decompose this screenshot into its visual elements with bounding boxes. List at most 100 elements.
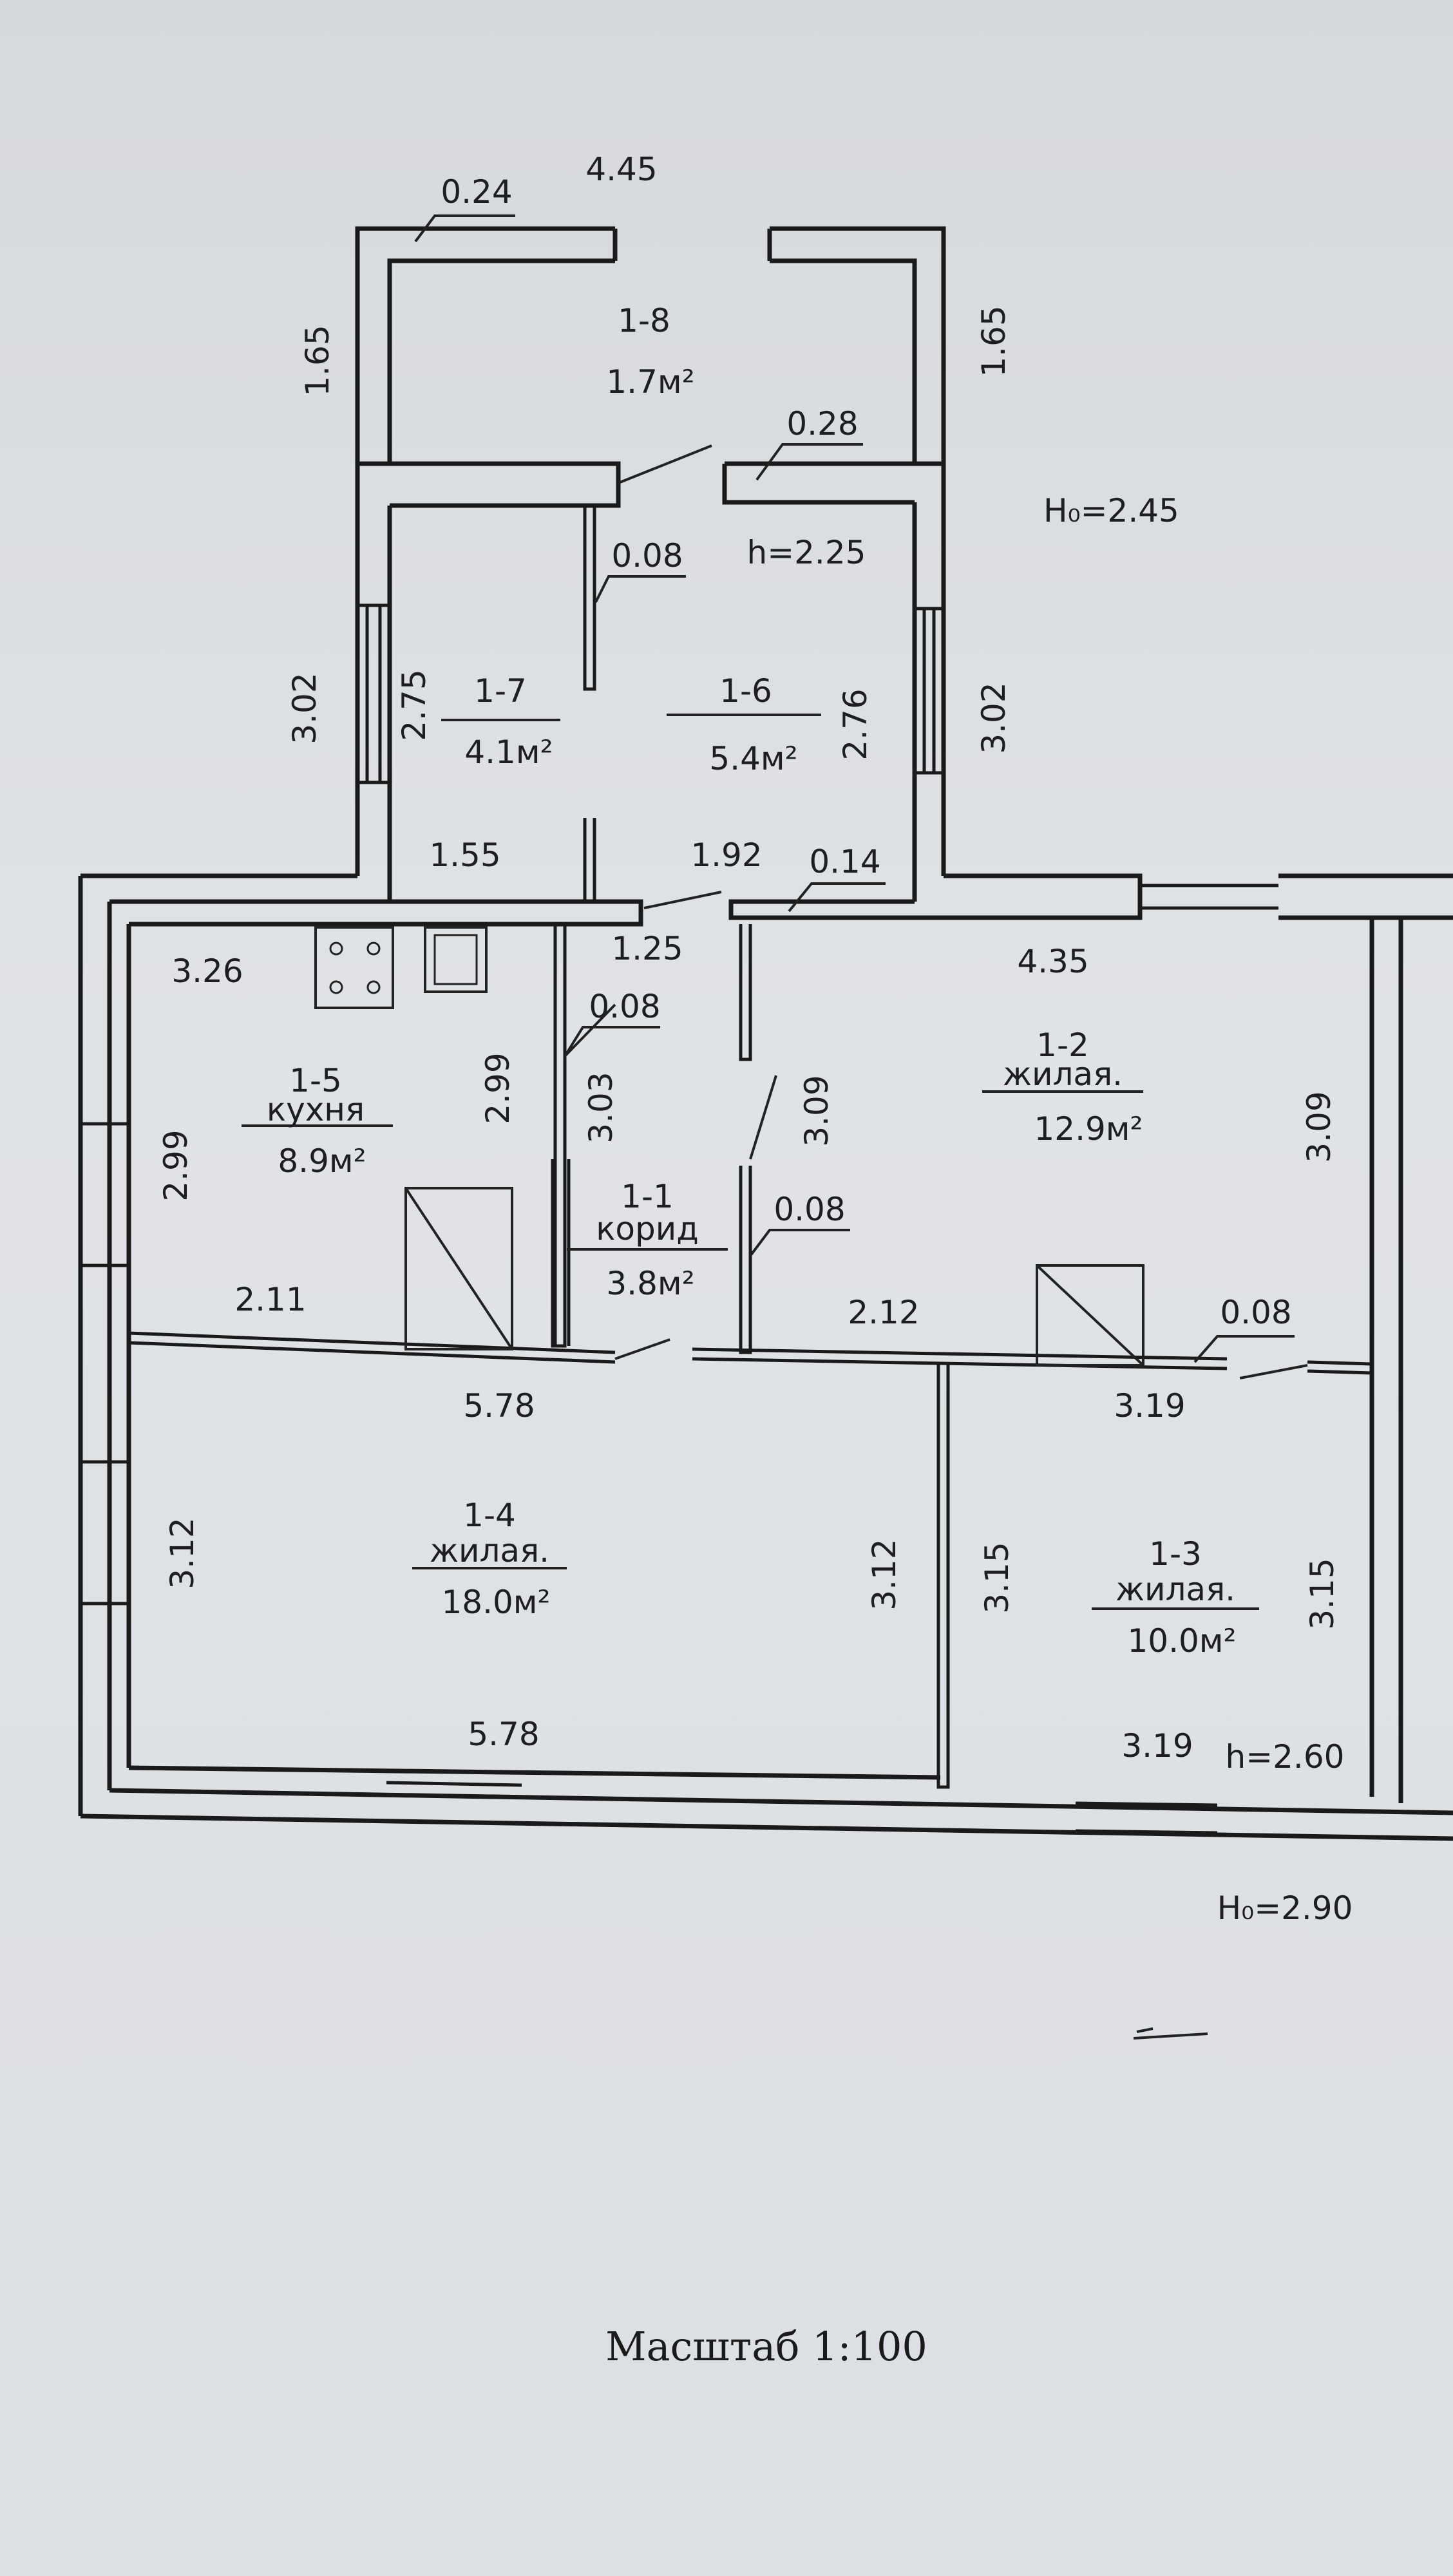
dim-w-155: 1.55 (429, 837, 500, 874)
dim-wall-014: 0.14 (809, 843, 880, 880)
dim-h0-upper: H₀=2.45 (1043, 492, 1179, 529)
partition-corridor-1-1-left (551, 1159, 571, 1348)
dim-r13-315-r: 3.15 (1304, 1558, 1341, 1629)
dim-right-302: 3.02 (975, 682, 1012, 753)
room-1-3-id: 1-3 (1149, 1535, 1202, 1573)
dim-r13-315-l: 3.15 (978, 1542, 1016, 1613)
sink-basin-icon (433, 934, 478, 985)
dim-kitchen-211: 2.11 (234, 1281, 306, 1318)
dim-top-width: 4.45 (585, 151, 657, 188)
wall-upper-right (912, 464, 946, 902)
stove-icon (314, 926, 394, 1009)
room-1-4-type: жилая. (430, 1532, 549, 1569)
wall-vestibule-left (355, 226, 618, 464)
room-1-2-id: 1-2 (1036, 1027, 1089, 1064)
dimension-labels: 4.45 0.24 1.65 1.65 0.28 h=2.25 H₀=2.45 … (157, 151, 1353, 1927)
dim-kitchen-299-l: 2.99 (157, 1130, 195, 1201)
room-labels: 1-8 1.7м² 1-7 4.1м² 1-6 5.4м² 1-5 кухня … (267, 302, 1237, 1660)
wall-outer-left (78, 876, 131, 1816)
sink-icon (424, 926, 488, 993)
dim-hall-303: 3.03 (582, 1072, 620, 1143)
dim-hall-125: 1.25 (611, 930, 683, 967)
dim-r14-578-top: 5.78 (463, 1387, 535, 1425)
burner-icon (329, 942, 343, 956)
dim-w-192: 1.92 (690, 837, 762, 874)
room-1-5-id: 1-5 (289, 1062, 342, 1099)
door-kitchen (564, 1003, 616, 1057)
window-bottom-1 (386, 1781, 522, 1826)
stove-heater-icon (404, 1187, 513, 1350)
dim-h0-lower: H₀=2.90 (1217, 1889, 1353, 1927)
dim-r14-578-bot: 5.78 (468, 1716, 539, 1753)
walls (78, 226, 1453, 1841)
stove-heater-diagonal-2 (1036, 1264, 1144, 1367)
dim-r16-276: 2.76 (837, 688, 874, 760)
window-upper-left (357, 603, 390, 784)
window-left-2 (81, 1460, 129, 1605)
room-1-1-id: 1-1 (621, 1178, 674, 1215)
dim-r14-312-r: 3.12 (866, 1539, 903, 1610)
dim-kitchen-326: 3.26 (171, 952, 243, 990)
room-1-8-area: 1.7м² (606, 363, 694, 401)
room-1-1-type: корид (596, 1210, 699, 1247)
dim-r17-275: 2.75 (395, 669, 433, 741)
partition-1-7-1-6 (583, 506, 596, 904)
door-1-2 (749, 1075, 777, 1160)
dim-wall-028: 0.28 (786, 405, 858, 442)
dim-r12-435: 4.35 (1017, 943, 1088, 980)
dim-right-165: 1.65 (975, 305, 1012, 377)
door-1-6 (643, 891, 722, 909)
wall-main-top-right (728, 873, 1453, 920)
wall-right-inner (1369, 918, 1403, 1803)
partition-kitchen-corridor (553, 924, 567, 1348)
door-swings (564, 444, 1308, 1379)
dim-h-lower: h=2.60 (1226, 1738, 1345, 1776)
room-1-4-area: 18.0м² (441, 1584, 550, 1621)
partition-1-4-1-3 (936, 1362, 950, 1789)
room-1-6-id: 1-6 (719, 672, 772, 710)
window-upper-right (915, 607, 944, 775)
dim-left-165: 1.65 (299, 325, 336, 396)
door-1-8 (618, 444, 712, 484)
wall-1-3-right-stub (1307, 1360, 1374, 1375)
dim-r12-309: 3.09 (1300, 1091, 1338, 1162)
fixtures (314, 926, 1144, 1367)
room-1-3-type: жилая. (1116, 1571, 1235, 1608)
room-1-8-id: 1-8 (618, 302, 670, 339)
wall-vestibule-bottom-left (355, 461, 621, 902)
dim-wall-024: 0.24 (441, 173, 512, 211)
dim-wall-008-b: 0.08 (589, 988, 660, 1025)
wall-vestibule-bottom-right (722, 461, 944, 505)
dim-wall-008-a: 0.08 (611, 537, 683, 574)
room-1-5-area: 8.9м² (278, 1142, 366, 1180)
dim-hall-309: 3.09 (798, 1075, 835, 1146)
dim-r13-319-bot: 3.19 (1121, 1727, 1193, 1765)
burner-icon (329, 980, 343, 994)
room-1-1-area: 3.8м² (606, 1265, 694, 1302)
room-1-4-id: 1-4 (463, 1497, 516, 1534)
leader-lines (242, 214, 1295, 2040)
door-1-4 (614, 1338, 670, 1360)
burner-icon (366, 942, 381, 956)
dim-h-upper: h=2.25 (747, 534, 866, 571)
dim-kitchen-299-r: 2.99 (479, 1052, 517, 1124)
window-top-right (1140, 884, 1278, 910)
room-1-7-area: 4.1м² (464, 734, 553, 771)
dim-left-302: 3.02 (286, 672, 323, 744)
room-1-6-area: 5.4м² (709, 740, 797, 777)
dim-r13-319-top: 3.19 (1114, 1387, 1185, 1425)
room-1-7-id: 1-7 (474, 672, 527, 710)
room-1-2-area: 12.9м² (1034, 1110, 1143, 1148)
wall-main-top-left (81, 873, 643, 927)
door-1-3 (1239, 1364, 1308, 1379)
stove-heater-diagonal (404, 1187, 513, 1350)
window-bottom-2 (1075, 1801, 1218, 1835)
dim-r12-212: 2.12 (848, 1294, 919, 1331)
stove-heater-icon-2 (1036, 1264, 1144, 1367)
wall-vestibule-right (767, 226, 946, 464)
window-left-1 (81, 1122, 129, 1267)
dim-wall-008-d: 0.08 (1220, 1294, 1291, 1331)
dim-r14-312-l: 3.12 (164, 1517, 201, 1589)
